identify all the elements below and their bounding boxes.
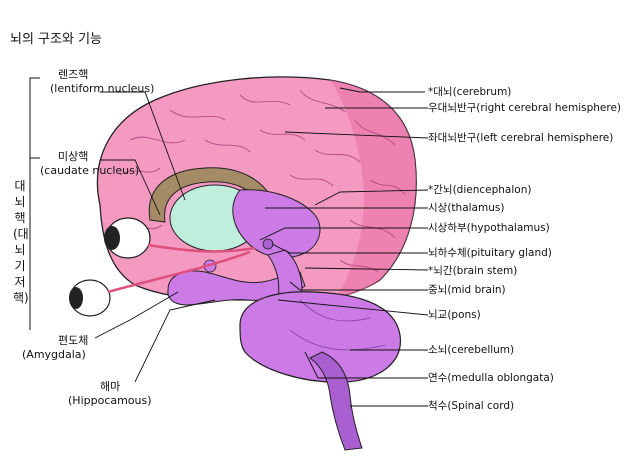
label-left-hemisphere: 좌대뇌반구(left cerebral hemisphere) [428, 132, 614, 144]
diencephalon-shape [232, 189, 321, 259]
label-hypothalamus: 시상하부(hypothalamus) [428, 222, 550, 234]
label-spinal-cord: 척수(Spinal cord) [428, 400, 515, 412]
caudate-label-kr: 미상핵 [58, 150, 89, 163]
leader-lines [94, 87, 429, 407]
cerebellum-shape [239, 291, 401, 383]
label-thalamus: 시상(thalamus) [428, 202, 505, 214]
label-pons: 뇌교(pons) [428, 309, 481, 321]
label-diencephalon: *간뇌(diencephalon) [428, 184, 532, 196]
basal-ganglia-bracket [29, 77, 40, 330]
page-title: 뇌의 구조와 기능 [10, 32, 102, 47]
optic-nerves [107, 243, 256, 294]
eye-lower-pupil [69, 287, 83, 309]
label-cerebrum: *대뇌(cerebrum) [428, 86, 512, 98]
hippocampus-label-en: (Hippocamous) [68, 394, 152, 407]
hippocampus-label-kr: 해마 [100, 380, 121, 393]
caudate-label-en: (caudate nucleus) [40, 164, 140, 177]
cerebellum-folia [289, 299, 386, 351]
lentiform-label-kr: 렌즈핵 [58, 68, 89, 81]
label-right-hemisphere: 우대뇌반구(right cerebral hemisphere) [428, 102, 622, 114]
label-cerebellum: 소뇌(cerebellum) [428, 344, 515, 356]
label-medulla: 연수(medulla oblongata) [428, 372, 554, 384]
label-brain-stem: *뇌간(brain stem) [428, 265, 518, 277]
pituitary-shape [262, 238, 274, 250]
basal-ganglia-label: 대뇌핵(대뇌기저핵) [13, 179, 29, 305]
lentiform-label-en: (lentiform nucleus) [50, 82, 155, 95]
amygdala-label-en: (Amygdala) [22, 348, 86, 361]
amygdala-label-kr: 편도체 [58, 334, 89, 347]
label-mid-brain: 중뇌(mid brain) [428, 284, 506, 296]
eye-upper-pupil [104, 226, 120, 250]
label-pituitary: 뇌하수체(pituitary gland) [428, 247, 552, 259]
right-hemisphere-shade [330, 80, 417, 300]
